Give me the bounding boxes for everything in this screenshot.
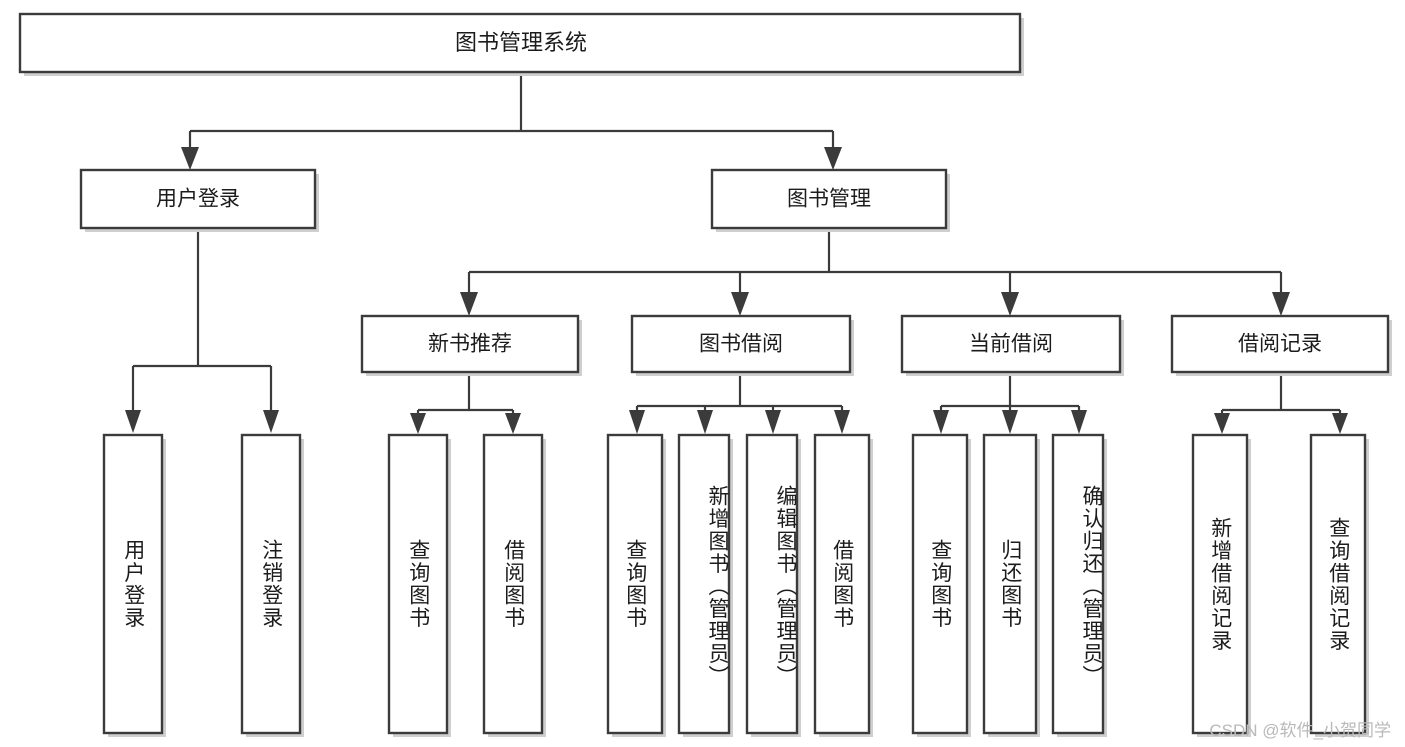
node-leaf-query-record[interactable] bbox=[1309, 433, 1369, 737]
book-manage-label: 图书管理 bbox=[787, 188, 871, 211]
watermark-text: CSDN @软件_小贺同学 bbox=[1209, 721, 1391, 740]
node-current-borrow[interactable]: 当前借阅 bbox=[900, 314, 1124, 376]
leaf-add-record-box bbox=[1191, 433, 1249, 735]
arrow-to-book-manage bbox=[824, 147, 842, 170]
root-box bbox=[18, 12, 1022, 74]
arrow-leaf-add-record bbox=[1214, 413, 1230, 434]
edge-layer bbox=[125, 74, 1348, 434]
node-leaf-add-record[interactable] bbox=[1191, 433, 1251, 737]
node-leaf-query-book-3[interactable] bbox=[911, 433, 971, 737]
node-leaf-borrow-book-2[interactable] bbox=[813, 433, 873, 737]
node-leaf-borrow-book-1[interactable] bbox=[482, 433, 546, 737]
user-login-label: 用户登录 bbox=[156, 188, 240, 211]
node-user-login[interactable]: 用户登录 bbox=[79, 168, 319, 232]
arrow-book-borrow bbox=[731, 292, 749, 316]
leaf-return-book-box bbox=[982, 433, 1038, 735]
node-leaf-logout-login[interactable] bbox=[240, 433, 304, 737]
book-borrow-box bbox=[630, 314, 852, 374]
leaf-edit-book-box bbox=[745, 433, 799, 735]
current-borrow-box bbox=[900, 314, 1122, 374]
leaf-query-record-box bbox=[1309, 433, 1367, 735]
node-borrow-record[interactable]: 借阅记录 bbox=[1170, 314, 1392, 376]
leaf-logout-login-box bbox=[240, 433, 302, 735]
arrow-leaf-query-record bbox=[1332, 413, 1348, 434]
new-book-recommend-box bbox=[360, 314, 580, 374]
current-borrow-label: 当前借阅 bbox=[969, 333, 1053, 356]
borrow-record-box bbox=[1170, 314, 1390, 374]
borrow-record-label: 借阅记录 bbox=[1238, 333, 1322, 356]
arrow-borrow-record bbox=[1272, 292, 1290, 316]
book-borrow-label: 图书借阅 bbox=[699, 333, 783, 356]
arrow-new-book-recommend bbox=[460, 292, 478, 316]
leaf-query-book-2-box bbox=[606, 433, 664, 735]
node-leaf-return-book[interactable] bbox=[982, 433, 1040, 737]
node-leaf-confirm-return[interactable] bbox=[1051, 433, 1107, 737]
arrow-to-user-login bbox=[181, 147, 199, 170]
root-label: 图书管理系统 bbox=[455, 30, 587, 55]
arrow-leaf-query-book-3 bbox=[933, 410, 949, 434]
arrow-current-borrow bbox=[1001, 292, 1019, 316]
node-book-manage[interactable]: 图书管理 bbox=[710, 168, 950, 232]
node-root[interactable]: 图书管理系统 bbox=[18, 12, 1024, 76]
arrow-leaf-confirm-return bbox=[1071, 410, 1087, 434]
node-new-book-recommend[interactable]: 新书推荐 bbox=[360, 314, 582, 376]
leaf-add-book-box bbox=[677, 433, 731, 735]
book-manage-box bbox=[710, 168, 948, 230]
node-leaf-edit-book[interactable] bbox=[745, 433, 801, 737]
arrow-leaf-query-book-2 bbox=[629, 410, 645, 434]
node-leaf-add-book[interactable] bbox=[677, 433, 733, 737]
node-book-borrow[interactable]: 图书借阅 bbox=[630, 314, 854, 376]
leaf-borrow-book-1-box bbox=[482, 433, 544, 735]
leaf-query-book-3-box bbox=[911, 433, 969, 735]
node-leaf-user-login[interactable] bbox=[102, 433, 166, 737]
new-book-recommend-label: 新书推荐 bbox=[428, 333, 512, 356]
leaf-query-book-1-box bbox=[387, 433, 449, 735]
arrow-leaf-user-login bbox=[125, 410, 141, 433]
arrow-leaf-return-book bbox=[1002, 410, 1018, 434]
user-login-box bbox=[79, 168, 317, 230]
leaf-confirm-return-box bbox=[1051, 433, 1105, 735]
arrow-leaf-borrow-book-2 bbox=[834, 410, 850, 434]
arrow-leaf-edit-book bbox=[765, 410, 781, 434]
arrow-leaf-add-book bbox=[697, 410, 713, 434]
arrow-leaf-borrow-book-1 bbox=[505, 413, 521, 434]
leaf-user-login-box bbox=[102, 433, 164, 735]
node-layer: 图书管理系统 用户登录 图书管理 新书推荐 bbox=[18, 12, 1392, 737]
arrow-leaf-logout-login bbox=[263, 410, 279, 433]
leaf-borrow-book-2-box bbox=[813, 433, 871, 735]
node-leaf-query-book-1[interactable] bbox=[387, 433, 451, 737]
node-leaf-query-book-2[interactable] bbox=[606, 433, 666, 737]
arrow-leaf-query-book-1 bbox=[410, 413, 426, 434]
